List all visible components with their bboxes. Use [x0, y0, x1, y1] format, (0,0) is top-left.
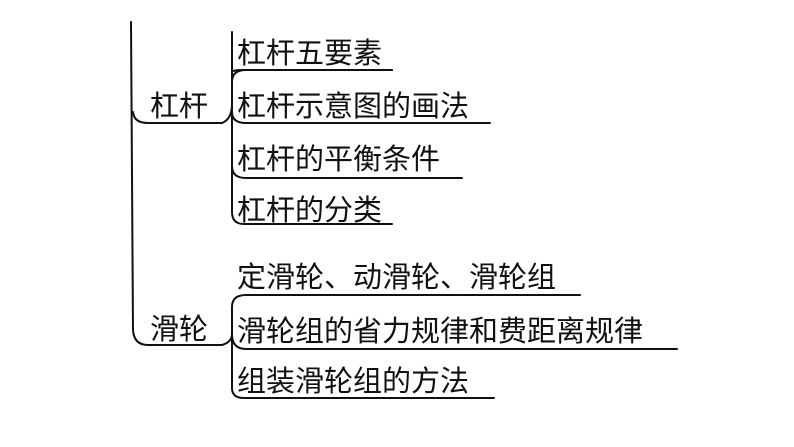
pulley-item-assembly-method: 组装滑轮组的方法	[237, 364, 470, 398]
pulley-bracket-lower	[231, 306, 495, 399]
pulley-item-2-line	[221, 333, 678, 350]
lever-item-1-line	[231, 69, 393, 83]
group-label-lever: 杠杆	[150, 89, 209, 123]
lever-item-classification: 杠杆的分类	[237, 193, 383, 227]
lever-label-connector	[132, 111, 223, 124]
lever-item-five-elements: 杠杆五要素	[237, 36, 383, 70]
pulley-bracket-line	[231, 294, 581, 308]
lever-item-balance-condition: 杠杆的平衡条件	[237, 142, 441, 176]
lever-item-diagram-method: 杠杆示意图的画法	[237, 89, 470, 123]
pulley-item-force-distance-rule: 滑轮组的省力规律和费距离规律	[237, 314, 644, 348]
lever-item-3-line	[231, 165, 463, 179]
main-trunk-line	[130, 21, 149, 346]
pulley-item-types: 定滑轮、动滑轮、滑轮组	[237, 260, 557, 294]
lever-item-2-line	[231, 111, 491, 124]
lever-bracket-line	[231, 31, 393, 225]
group-label-pulley: 滑轮	[150, 312, 209, 346]
